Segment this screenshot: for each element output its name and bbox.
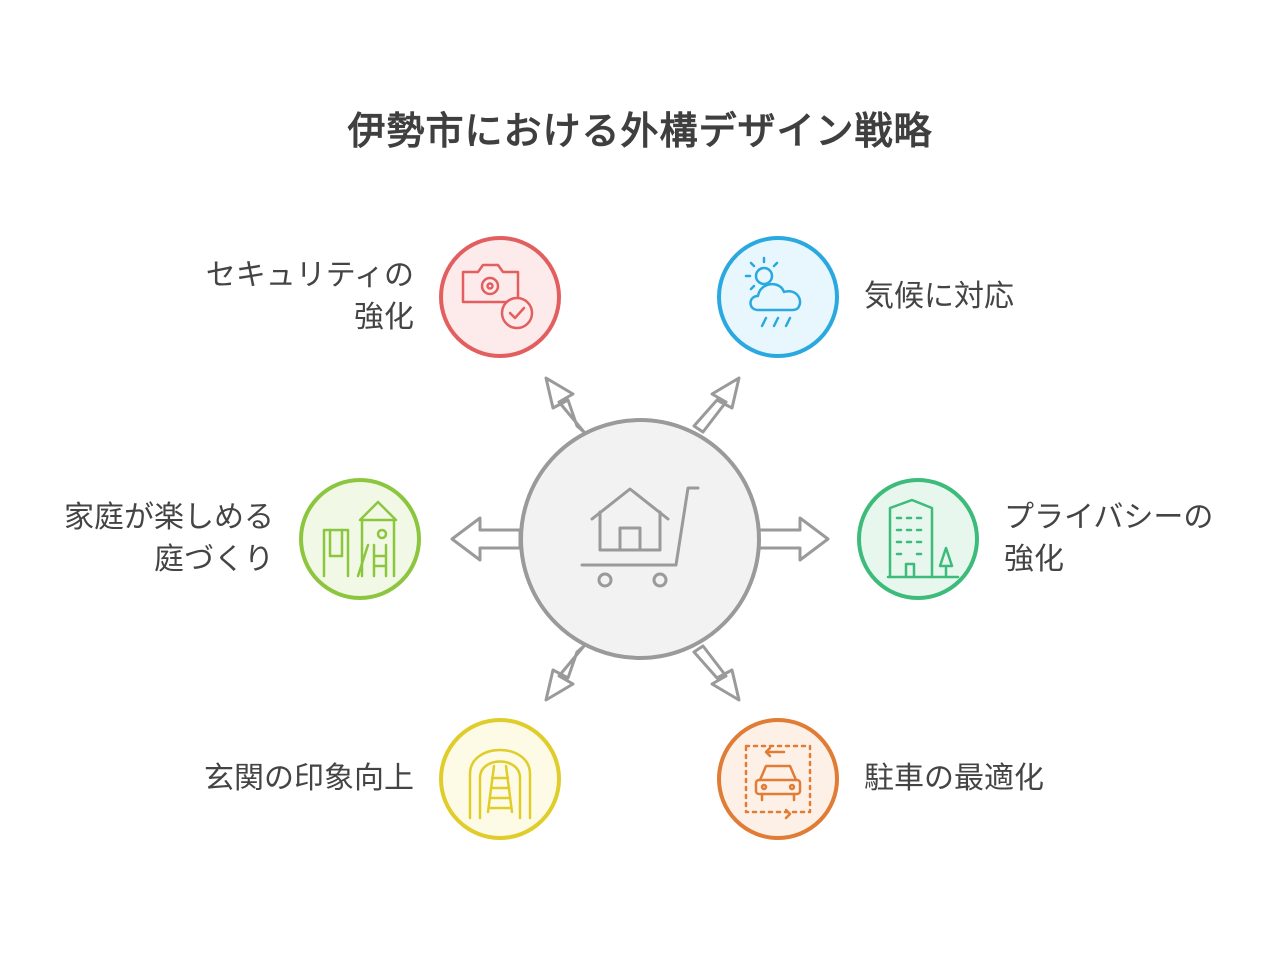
weather-icon <box>744 256 802 328</box>
arrow-down-left <box>544 644 586 702</box>
arrow-down-right <box>692 644 741 702</box>
label-parking-line1: 駐車の最適化 <box>864 761 1044 796</box>
label-privacy-line2: 強化 <box>1004 542 1064 577</box>
label-entrance: 玄関の印象向上 <box>204 758 414 800</box>
arrow-right <box>756 516 830 562</box>
arrow-left <box>450 516 522 562</box>
node-garden <box>299 478 421 600</box>
label-garden-line1: 家庭が楽しめる <box>64 500 274 535</box>
arrow-up-left <box>544 376 586 434</box>
car-parking-icon <box>744 744 812 820</box>
node-entrance <box>439 718 561 840</box>
center-hub <box>519 418 761 660</box>
node-security <box>439 236 561 358</box>
label-privacy: プライバシーの 強化 <box>1004 497 1213 581</box>
label-garden-line2: 庭づくり <box>154 542 274 577</box>
building-tree-icon <box>886 498 960 579</box>
pathway-icon <box>468 748 532 820</box>
node-privacy <box>857 478 979 600</box>
house-cart-icon <box>580 486 700 588</box>
label-security: セキュリティの 強化 <box>206 255 414 339</box>
node-parking <box>717 718 839 840</box>
page-title: 伊勢市における外構デザイン戦略 <box>347 109 933 153</box>
node-climate <box>717 236 839 358</box>
label-climate: 気候に対応 <box>864 276 1014 318</box>
label-garden: 家庭が楽しめる 庭づくり <box>64 497 274 581</box>
label-privacy-line1: プライバシーの <box>1004 500 1214 535</box>
label-climate-line1: 気候に対応 <box>864 279 1014 314</box>
playground-icon <box>322 500 398 578</box>
label-security-line1: セキュリティの <box>205 258 414 293</box>
label-parking: 駐車の最適化 <box>864 758 1044 800</box>
camera-check-icon <box>461 263 534 330</box>
arrow-up-right <box>692 376 741 434</box>
hub-arrows <box>450 376 830 702</box>
label-security-line2: 強化 <box>354 300 414 335</box>
label-entrance-line1: 玄関の印象向上 <box>204 761 414 796</box>
